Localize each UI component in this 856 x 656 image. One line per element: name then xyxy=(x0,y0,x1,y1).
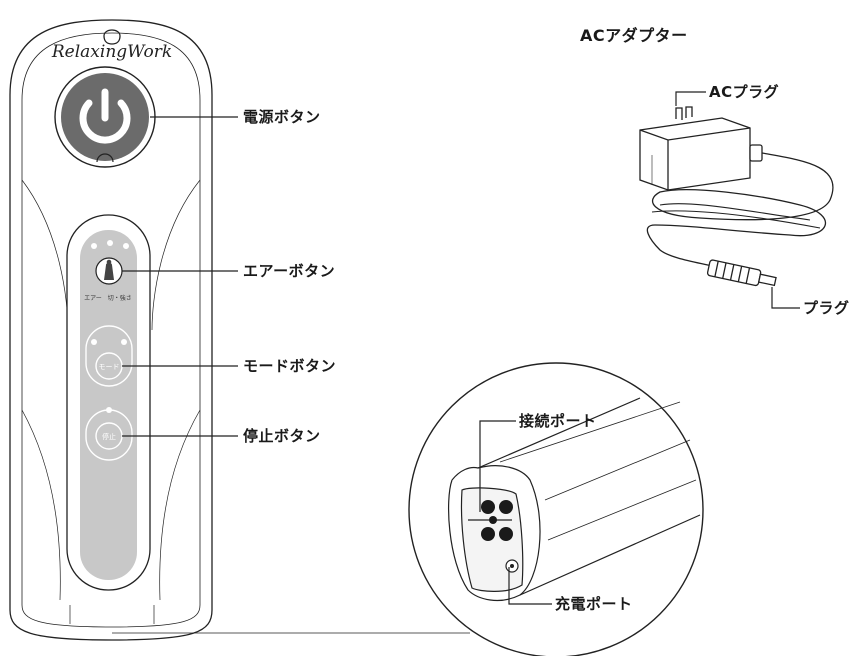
stop-button[interactable]: 停止 xyxy=(95,422,123,450)
dc-plug xyxy=(706,259,777,287)
air-caption: エアー 切・強さ xyxy=(84,294,132,302)
ac-plug-prongs xyxy=(675,106,693,120)
ac-plug-label: ACプラグ xyxy=(709,83,780,101)
device-callout-lines xyxy=(112,116,470,634)
adapter-title: ACアダプター xyxy=(580,26,688,45)
adapter-callout-lines xyxy=(675,91,800,309)
mode-button-callout-label: モードボタン xyxy=(243,357,337,375)
logo: RelaxingWork xyxy=(51,29,172,62)
device-body xyxy=(9,19,213,641)
power-icon xyxy=(79,88,131,144)
ac-adapter xyxy=(639,106,834,287)
stop-button-group xyxy=(85,407,133,461)
port-callout-lines xyxy=(479,420,552,605)
logo-head-icon xyxy=(103,29,121,45)
charge-port-label: 充電ポート xyxy=(555,595,633,613)
power-button[interactable] xyxy=(54,66,156,168)
dc-plug-label: プラグ xyxy=(803,299,850,317)
connect-port-label: 接続ポート xyxy=(519,412,597,430)
port-detail xyxy=(408,362,704,656)
logo-text: RelaxingWork xyxy=(51,42,172,62)
connect-port-holes xyxy=(481,500,513,541)
air-button[interactable] xyxy=(95,257,123,285)
air-indicators xyxy=(91,240,129,249)
adapter-cable xyxy=(646,152,834,267)
air-icon xyxy=(104,262,114,280)
charge-port xyxy=(505,559,519,573)
power-button-label: 電源ボタン xyxy=(243,108,321,126)
control-panel xyxy=(66,214,151,591)
stop-button-label: 停止 xyxy=(102,432,116,441)
mode-button-group xyxy=(85,325,133,387)
air-button-label: エアーボタン xyxy=(243,262,336,280)
mode-button-label: モード xyxy=(99,363,120,371)
stop-button-callout-label: 停止ボタン xyxy=(243,427,321,445)
mode-button[interactable]: モード xyxy=(95,352,123,380)
